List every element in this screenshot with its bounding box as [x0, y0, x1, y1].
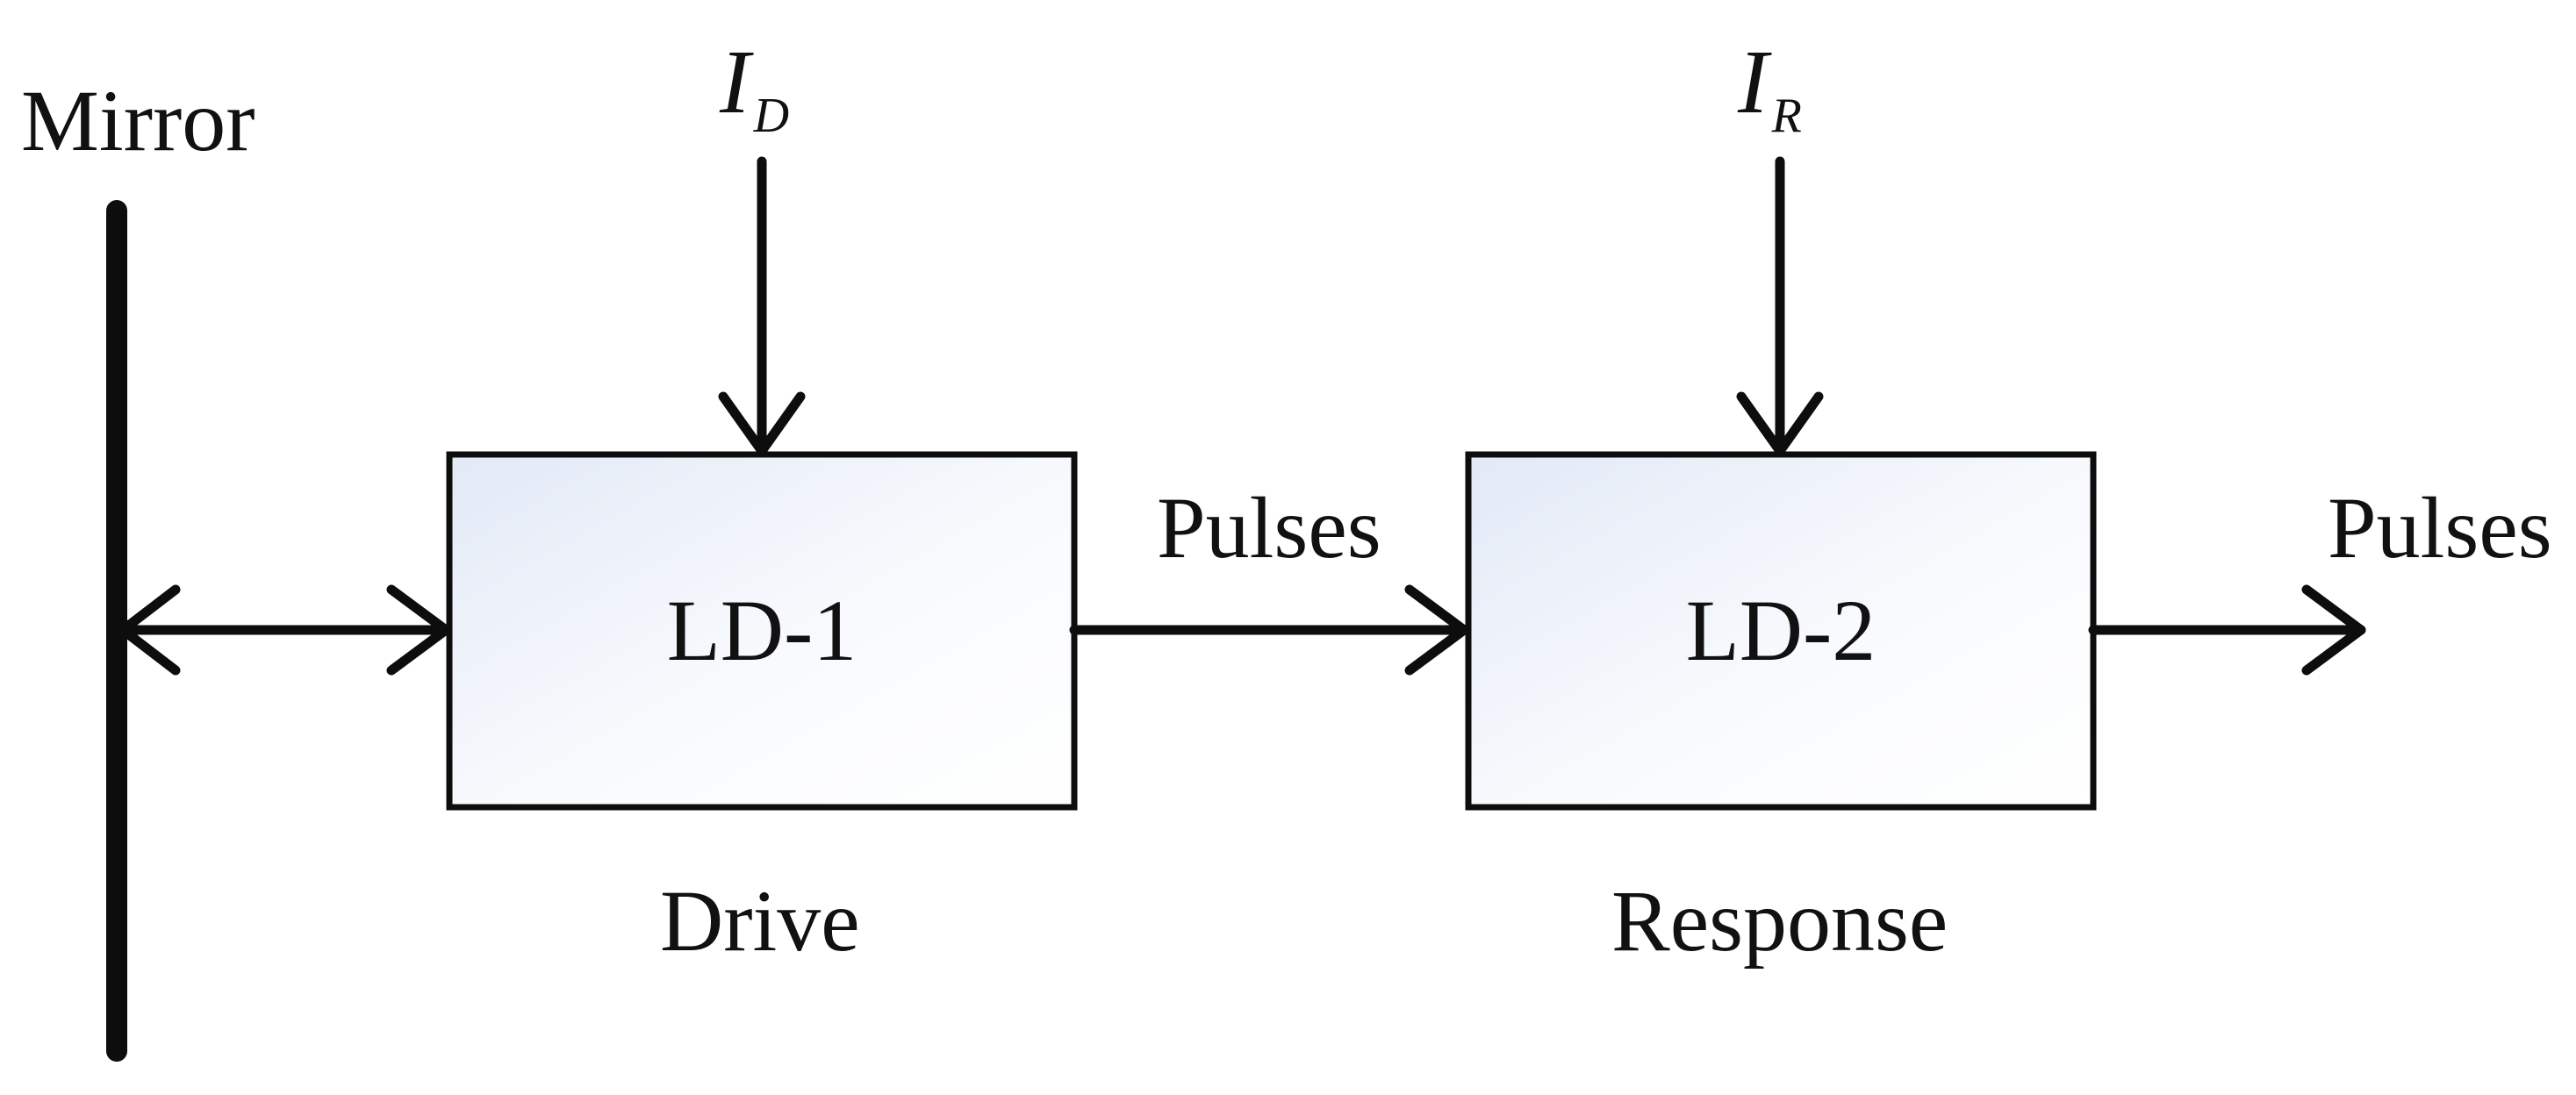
- drive-current-symbol: I: [720, 32, 750, 132]
- response-current-subscript: R: [1771, 89, 1802, 143]
- ld1-caption: Drive: [660, 872, 860, 970]
- response-current-label: IR: [1738, 37, 1802, 141]
- drive-current-arrow: [718, 156, 806, 456]
- ld2-box: [1465, 451, 2097, 811]
- pulses-output-label: Pulses: [2328, 479, 2552, 576]
- response-current-arrow: [1736, 156, 1824, 456]
- drive-current-subscript: D: [753, 89, 790, 143]
- drive-current-label: ID: [720, 37, 789, 141]
- ld1-to-ld2-arrow: [1069, 584, 1469, 676]
- mirror-label: Mirror: [21, 72, 255, 169]
- ld2-caption: Response: [1611, 872, 1948, 970]
- ld2-label: LD-2: [1685, 582, 1876, 679]
- mirror-ld1-double-arrow: [118, 584, 451, 676]
- output-arrow: [2088, 584, 2366, 676]
- response-current-symbol: I: [1738, 32, 1769, 132]
- ld1-label: LD-1: [666, 582, 857, 679]
- pulses-middle-label: Pulses: [1157, 479, 1381, 576]
